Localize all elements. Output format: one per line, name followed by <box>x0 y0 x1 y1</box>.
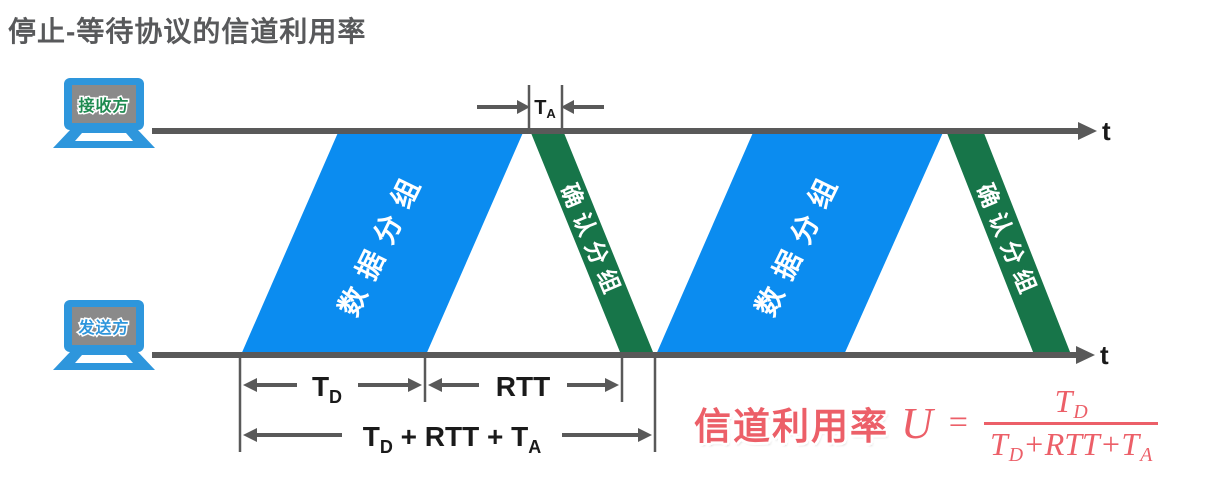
rtt-annotation: RTT <box>428 371 619 402</box>
page-title: 停止-等待协议的信道利用率 <box>8 16 367 47</box>
sender-label: 发送方 <box>77 318 129 337</box>
laptop-base-slot <box>75 355 133 363</box>
total-label: TD + RTT + TA <box>363 421 541 457</box>
laptop-screen <box>72 307 136 345</box>
ta-right-arrowhead <box>561 100 574 114</box>
sender-laptop-icon: 发送方 <box>53 300 155 370</box>
ack-packet-label-1: 确认分组 <box>556 180 628 304</box>
rtt-right-arrowhead <box>605 378 619 392</box>
sender-time-axis-label: t <box>1100 340 1109 370</box>
data-packet-band-2 <box>655 128 945 357</box>
td-right-arrowhead <box>408 378 422 392</box>
receiver-time-axis-label: t <box>1102 116 1111 146</box>
td-annotation: TD <box>243 371 422 407</box>
laptop-screen <box>72 85 136 123</box>
ta-annotation: TA <box>477 85 604 134</box>
fraction-numerator: TD <box>1054 383 1088 423</box>
rtt-left-arrowhead <box>428 378 442 392</box>
receiver-laptop-icon: 接收方 <box>53 78 155 148</box>
utilization-formula: 信道利用率 U = TD TD+RTT+TA <box>694 383 1159 466</box>
formula-variable: U <box>901 398 933 448</box>
ack-packet-band-1 <box>529 128 655 357</box>
formula-label: 信道利用率 <box>694 406 889 448</box>
data-packet-band-1 <box>240 128 525 357</box>
rtt-label: RTT <box>496 371 550 402</box>
td-left-arrowhead <box>243 378 257 392</box>
sender-timeline-arrowhead <box>1076 346 1095 364</box>
receiver-timeline-arrowhead <box>1078 122 1097 140</box>
total-time-annotation: TD + RTT + TA <box>243 421 652 457</box>
ta-left-arrowhead <box>517 100 530 114</box>
equals-sign: = <box>948 404 968 442</box>
total-left-arrowhead <box>243 428 257 442</box>
td-label: TD <box>312 371 342 407</box>
receiver-label: 接收方 <box>78 96 129 115</box>
fraction-denominator: TD+RTT+TA <box>983 421 1159 466</box>
total-right-arrowhead <box>638 428 652 442</box>
formula-fraction: TD TD+RTT+TA <box>983 383 1159 466</box>
ack-packet-band-2 <box>945 128 1072 357</box>
ta-label: TA <box>534 97 556 121</box>
laptop-base-slot <box>75 133 133 141</box>
